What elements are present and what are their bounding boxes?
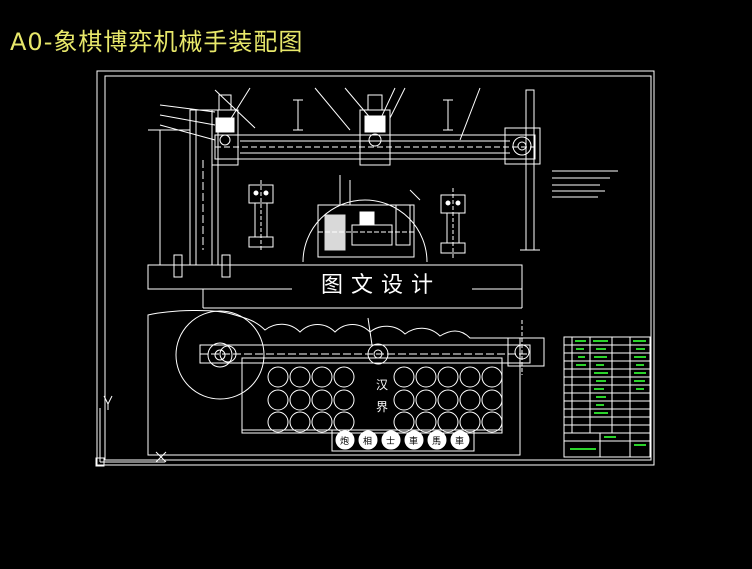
piece-label-4: 車: [409, 437, 419, 447]
watermark: 图文设计: [320, 273, 441, 298]
left-column: [189, 109, 219, 266]
piece-label-3: 士: [386, 437, 396, 447]
title-block-green-text: [570, 340, 646, 450]
top-view: [147, 310, 545, 456]
piece-label-5: 馬: [432, 437, 442, 447]
end-block: [504, 127, 541, 165]
ucs-axis-icon: [95, 395, 167, 467]
title-block: [563, 336, 651, 458]
sheet-outer-border: [96, 70, 655, 466]
gripper-detail-right: [440, 188, 466, 258]
front-view: [147, 87, 618, 309]
sheet-inner-border: [104, 75, 652, 461]
page-title: A0-象棋博弈机械手装配图: [10, 28, 304, 56]
piece-slots: [331, 429, 475, 452]
gripper-detail-left: [248, 180, 274, 250]
river-text-bottom: 界: [376, 400, 389, 414]
section-view-detail: [302, 175, 428, 263]
rotation-disk: [175, 310, 265, 400]
piece-label-2: 相: [363, 437, 373, 447]
board-positions: [267, 366, 503, 433]
piece-label-1: 炮: [340, 437, 350, 447]
top-end-block: [507, 337, 545, 367]
base-top-outline: [147, 310, 521, 456]
watermark-backdrop: [292, 268, 472, 304]
top-elbow: [367, 343, 389, 365]
river-text-top: 汉: [376, 378, 389, 392]
right-column: [525, 89, 535, 251]
piece-label-6: 車: [455, 437, 465, 447]
